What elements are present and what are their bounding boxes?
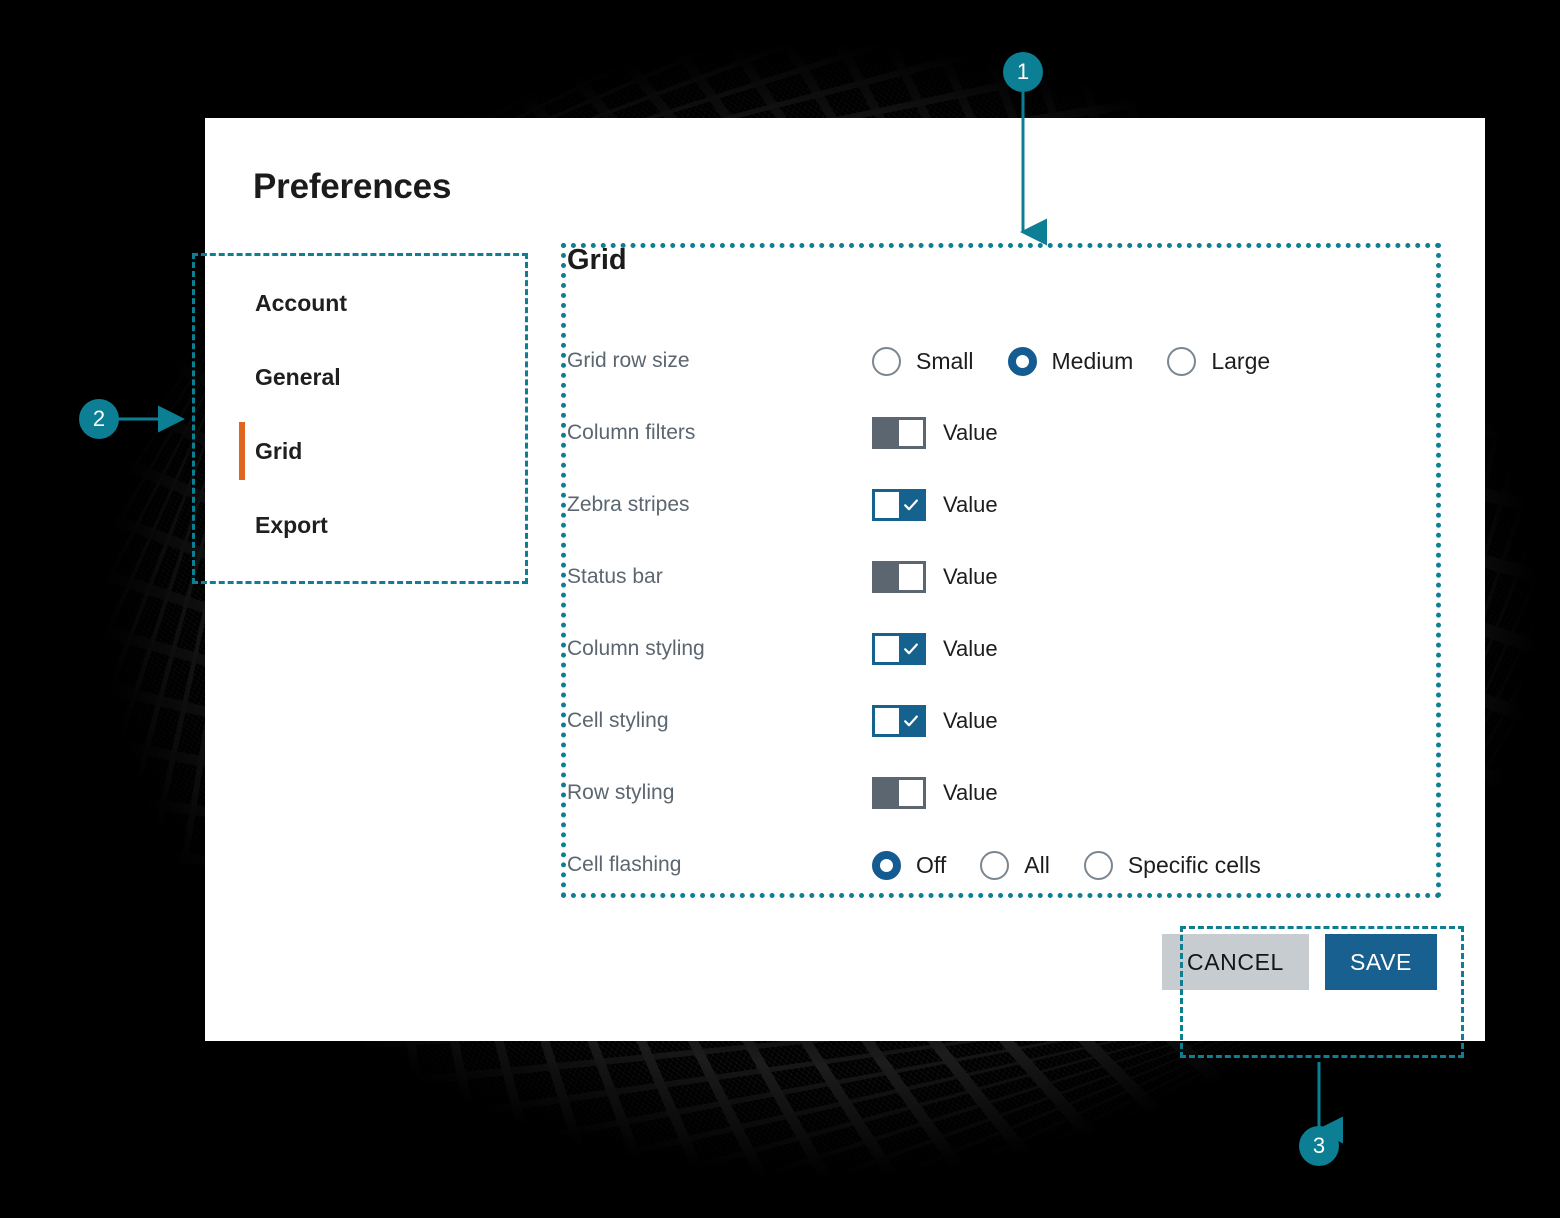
setting-row: Zebra stripes Value [563, 469, 1437, 541]
setting-label: Cell flashing [567, 853, 682, 876]
setting-label: Row styling [567, 781, 675, 804]
toggle-switch[interactable] [872, 777, 926, 809]
setting-row: Row styling Value [563, 757, 1437, 829]
sidebar-item-label: Grid [255, 437, 303, 464]
setting-label: Cell styling [567, 709, 669, 732]
dialog-action-buttons: CANCEL SAVE [1162, 934, 1437, 990]
toggle-switch[interactable] [872, 705, 926, 737]
sidebar-item-grid[interactable]: Grid [239, 414, 553, 488]
toggle-knob-check-icon [875, 564, 899, 590]
setting-row: Column filters Value [563, 397, 1437, 469]
radio-dot-icon [980, 850, 1010, 880]
radio-option-label: Large [1211, 347, 1271, 374]
setting-row: Column styling Value [563, 613, 1437, 685]
sidebar-active-indicator [239, 496, 245, 554]
setting-control: Small Medium Large [872, 346, 1271, 376]
radio-option[interactable]: All [980, 850, 1050, 880]
radio-option-label: Specific cells [1127, 851, 1261, 878]
toggle-knob-check-icon [899, 708, 923, 734]
toggle-value-label: Value [943, 564, 998, 589]
setting-label: Column filters [567, 421, 696, 444]
radio-dot-icon [1167, 346, 1197, 376]
toggle-knob-check-icon [899, 636, 923, 662]
toggle-value-label: Value [943, 636, 998, 661]
toggle-value-label: Value [943, 420, 998, 445]
setting-row: Cell flashing Off All Specific cells [563, 829, 1437, 901]
radio-option-label: Small [916, 347, 974, 374]
sidebar-active-indicator [239, 422, 245, 480]
toggle-switch[interactable] [872, 489, 926, 521]
save-button[interactable]: SAVE [1324, 934, 1437, 990]
radio-option[interactable]: Specific cells [1083, 850, 1261, 880]
radio-option[interactable]: Large [1167, 346, 1271, 376]
toggle-knob-check-icon [899, 492, 923, 518]
radio-option[interactable]: Medium [1007, 346, 1134, 376]
sidebar-item-label: Export [255, 511, 328, 538]
toggle-switch[interactable] [872, 633, 926, 665]
radio-option[interactable]: Off [872, 850, 947, 880]
radio-group: Small Medium Large [872, 346, 1271, 376]
toggle-value-label: Value [943, 780, 998, 805]
sidebar-item-export[interactable]: Export [253, 488, 553, 562]
radio-option-label: Medium [1051, 347, 1134, 374]
toggle-knob-check-icon [875, 780, 899, 806]
setting-control: Value [872, 633, 998, 665]
sidebar-item-label: Account [255, 289, 347, 316]
setting-label: Grid row size [567, 349, 690, 372]
toggle-value-label: Value [943, 492, 998, 517]
setting-row: Cell styling Value [563, 685, 1437, 757]
radio-dot-icon [1083, 850, 1113, 880]
setting-label: Status bar [567, 565, 663, 588]
setting-control: Value [872, 777, 998, 809]
radio-dot-icon [872, 346, 901, 376]
toggle-knob-check-icon [875, 420, 899, 446]
toggle-switch[interactable] [872, 417, 926, 449]
radio-dot-icon [872, 850, 901, 880]
setting-control: Value [872, 417, 998, 449]
radio-option-label: All [1024, 851, 1050, 878]
sidebar-active-indicator [239, 274, 245, 332]
radio-dot-icon [1007, 346, 1037, 376]
sidebar-item-general[interactable]: General [253, 340, 553, 414]
setting-control: Value [872, 705, 998, 737]
sidebar-item-account[interactable]: Account [253, 266, 553, 340]
setting-control: Value [872, 561, 998, 593]
setting-row: Grid row size Small Medium Large [563, 325, 1437, 397]
setting-row: Status bar Value [563, 541, 1437, 613]
radio-option-label: Off [916, 851, 947, 878]
sidebar-active-indicator [239, 348, 245, 406]
panel-heading: Grid [567, 244, 627, 276]
radio-option[interactable]: Small [872, 346, 974, 376]
setting-control: Off All Specific cells [872, 850, 1261, 880]
setting-control: Value [872, 489, 998, 521]
toggle-value-label: Value [943, 708, 998, 733]
sidebar-item-label: General [255, 363, 341, 390]
toggle-switch[interactable] [872, 561, 926, 593]
page-title: Preferences [253, 167, 452, 206]
setting-label: Column styling [567, 637, 705, 660]
setting-label: Zebra stripes [567, 493, 690, 516]
cancel-button[interactable]: CANCEL [1162, 934, 1309, 990]
radio-group: Off All Specific cells [872, 850, 1261, 880]
